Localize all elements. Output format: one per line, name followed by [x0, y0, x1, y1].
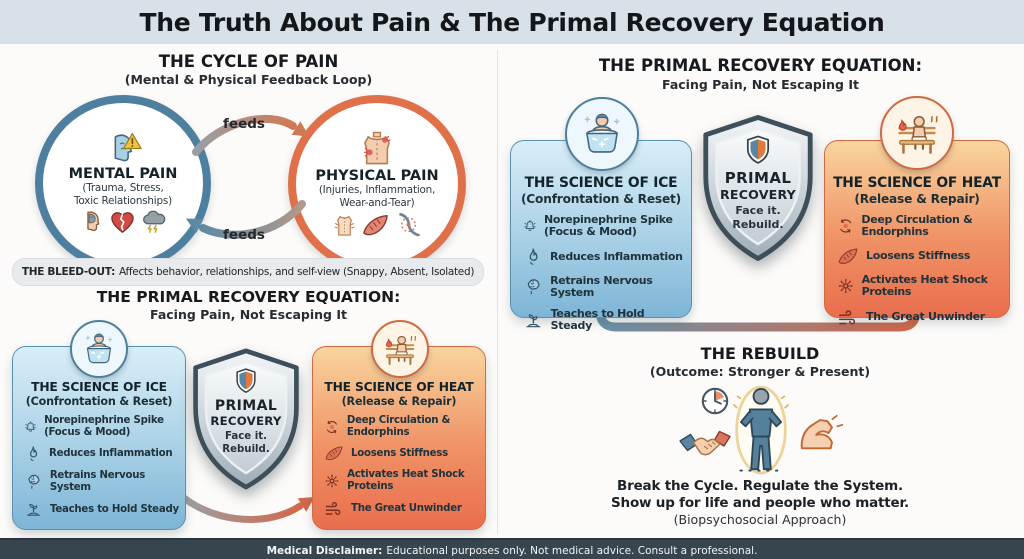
science-of-ice-card: THE SCIENCE OF ICE (Confrontation & Rese… [12, 346, 186, 530]
shield-title-line2: RECOVERY [720, 187, 796, 202]
sauna-badge [371, 320, 429, 378]
ice-benefit-item: Teaches to Hold Steady [24, 500, 181, 519]
feeds-label-top: feeds [223, 116, 265, 132]
header-band: The Truth About Pain & The Primal Recove… [0, 0, 1024, 44]
ice-bath-icon [80, 330, 118, 368]
ice-bath-badge [565, 97, 639, 171]
rebuild-line1: Break the Cycle. Regulate the System. [617, 478, 903, 494]
equation-subtitle-left: Facing Pain, Not Escaping It [150, 307, 347, 322]
rebuild-title: THE REBUILD [700, 344, 820, 363]
ice-bath-badge [70, 320, 128, 378]
mental-pain-title: MENTAL PAIN [68, 165, 178, 182]
shield-title-line1: PRIMAL [214, 398, 278, 414]
wind-icon [324, 499, 344, 519]
heat-benefit-item: Loosens Stiffness [837, 247, 1005, 266]
shield-tagline: Face it. Rebuild. [732, 204, 784, 232]
stiffness-muscle-icon [837, 247, 859, 266]
mental-pain-subtitle: (Trauma, Stress, Toxic Relationships) [74, 181, 172, 207]
heat-shock-protein-icon [324, 471, 340, 491]
confident-person-icon [733, 385, 789, 475]
disclaimer-text: Educational purposes only. Not medical a… [386, 544, 758, 557]
circulation-icon [324, 417, 340, 437]
upper-back-pain-icon [358, 129, 396, 167]
ice-benefit-item: Norepinephrine Spike (Focus & Mood) [24, 415, 181, 438]
shield-title-line2: RECOVERY [210, 414, 282, 428]
ice-benefit-item: Retrains Nervous System [24, 470, 181, 493]
disclaimer-bar: Medical Disclaimer: Educational purposes… [0, 538, 1024, 559]
physical-pain-circle: PHYSICAL PAIN (Injuries, Inflammation, W… [288, 95, 466, 273]
equation-title-left: THE PRIMAL RECOVERY EQUATION: [96, 288, 401, 306]
norepinephrine-bell-icon [24, 417, 37, 437]
bleed-out-text: Affects behavior, relationships, and sel… [118, 266, 475, 278]
sauna-badge [880, 96, 954, 170]
flame-icon [523, 247, 543, 267]
joint-pain-icon [395, 212, 422, 239]
heat-card-title: THE SCIENCE OF HEAT [324, 380, 474, 394]
physical-pain-subtitle: (Injuries, Inflammation, Wear-and-Tear) [318, 184, 436, 209]
physical-pain-title: PHYSICAL PAIN [315, 168, 439, 185]
circulation-icon [837, 215, 854, 237]
heat-shock-protein-icon [837, 275, 855, 297]
bicep-icon [797, 413, 843, 453]
heat-benefit-item: The Great Unwinder [837, 307, 1005, 329]
primal-shield-icon [744, 134, 772, 165]
muscle-icon [361, 213, 390, 238]
cycle-subtitle: (Mental & Physical Feedback Loop) [124, 72, 373, 87]
ice-bath-icon [577, 109, 627, 159]
heat-benefit-item: Loosens Stiffness [324, 445, 481, 462]
heat-benefit-item: Activates Heat Shock Proteins [837, 273, 1005, 299]
brain-icon [523, 276, 543, 298]
sprout-icon [24, 500, 43, 519]
ice-benefit-item: Norepinephrine Spike (Focus & Mood) [523, 213, 687, 239]
shield-tagline: Face it. Rebuild. [222, 431, 270, 456]
equation-subtitle-right: Facing Pain, Not Escaping It [662, 77, 859, 92]
ice-benefit-item: Reduces Inflammation [24, 445, 181, 463]
feedback-arrows [185, 114, 310, 239]
feeds-label-bottom: feeds [223, 227, 265, 243]
ice-benefit-item: Reduces Inflammation [523, 247, 687, 267]
head-brain-icon [79, 209, 105, 235]
flame-icon [24, 445, 42, 463]
norepinephrine-bell-icon [523, 215, 537, 237]
bleed-out-banner: THE BLEED-OUT: Affects behavior, relatio… [12, 258, 484, 286]
ice-card-title: THE SCIENCE OF ICE [524, 175, 678, 191]
mental-pain-circle: MENTAL PAIN (Trauma, Stress, Toxic Relat… [35, 95, 211, 271]
ice-benefit-item: Retrains Nervous System [523, 274, 687, 300]
heat-benefit-item: Deep Circulation & Endorphins [324, 415, 481, 438]
primal-recovery-shield: PRIMAL RECOVERY Face it. Rebuild. [700, 113, 816, 263]
primal-shield-icon [234, 367, 258, 394]
heat-benefit-item: Activates Heat Shock Proteins [324, 469, 481, 492]
brain-icon [24, 472, 43, 492]
rebuild-subtitle: (Outcome: Stronger & Present) [649, 364, 871, 379]
heat-benefit-item: Deep Circulation & Endorphins [837, 213, 1005, 239]
sauna-icon [891, 107, 943, 159]
panel-divider [497, 50, 498, 534]
heat-card-subtitle: (Release & Repair) [854, 192, 980, 206]
shield-title-line1: PRIMAL [724, 169, 792, 187]
equation-title-right: THE PRIMAL RECOVERY EQUATION: [598, 56, 923, 75]
heat-benefit-item: The Great Unwinder [324, 499, 481, 519]
wind-icon [837, 307, 859, 329]
rebuild-line3: (Biopsychosocial Approach) [673, 512, 847, 527]
disclaimer-label: Medical Disclaimer: [266, 544, 383, 557]
stiffness-muscle-icon [324, 445, 344, 462]
ice-card-subtitle: (Confrontation & Reset) [520, 192, 682, 206]
rebuild-line2: Show up for life and people who matter. [611, 495, 909, 511]
handshake-icon [678, 424, 732, 460]
primal-recovery-shield: PRIMAL RECOVERY Face it. Rebuild. [190, 346, 302, 492]
ice-card-title: THE SCIENCE OF ICE [31, 380, 167, 394]
sprout-icon [523, 310, 544, 331]
bleed-out-label: THE BLEED-OUT: [21, 266, 115, 278]
heat-card-subtitle: (Release & Repair) [341, 395, 457, 408]
clock-icon [700, 386, 730, 416]
ice-benefit-item: Teaches to Hold Steady [523, 307, 687, 333]
broken-heart-icon [110, 211, 135, 234]
ice-to-heat-arrow [180, 494, 315, 523]
page-title: The Truth About Pain & The Primal Recove… [139, 7, 885, 37]
heat-card-title: THE SCIENCE OF HEAT [833, 175, 1001, 191]
cycle-title: THE CYCLE OF PAIN [158, 52, 339, 71]
ice-card-subtitle: (Confrontation & Reset) [25, 395, 173, 408]
sauna-icon [380, 329, 420, 369]
distressed-head-warning-icon [103, 131, 143, 165]
